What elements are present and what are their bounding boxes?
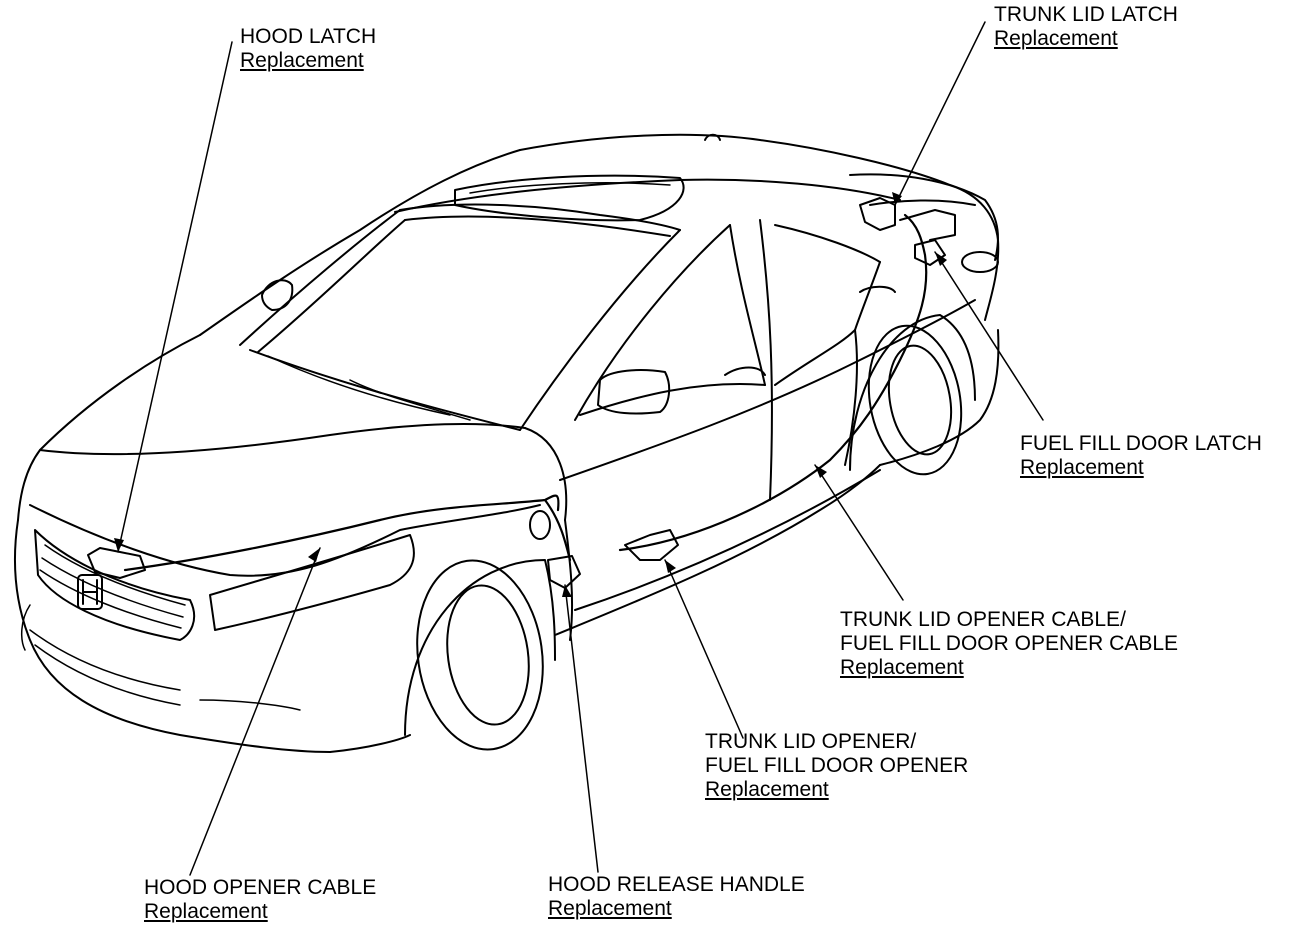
callout-title: HOOD RELEASE HANDLE [548,873,805,896]
callout-title: FUEL FILL DOOR OPENER [705,754,969,777]
trunk-lid-opener-cable-replacement-link[interactable]: Replacement [840,656,964,679]
cable-routing [123,213,928,572]
callout-title: FUEL FILL DOOR OPENER CABLE [840,632,1179,655]
callout-title: TRUNK LID OPENER CABLE/ [840,608,1126,631]
leader-lines [117,21,1044,876]
components [87,197,999,589]
car-body [13,133,1000,753]
callout-hood-release-handle: HOOD RELEASE HANDLE Replacement [548,873,805,921]
hood-latch-part [87,547,146,579]
leader-arrows [114,192,947,597]
trunk-lid-opener-replacement-link[interactable]: Replacement [705,778,829,801]
callout-trunk-lid-latch: TRUNK LID LATCH Replacement [994,3,1178,51]
callout-trunk-lid-opener: TRUNK LID OPENER/ FUEL FILL DOOR OPENER … [705,730,968,802]
callout-title: HOOD LATCH [240,25,377,48]
trunk-lid-latch-part [859,197,896,231]
callout-title: TRUNK LID LATCH [994,3,1178,26]
callout-fuel-fill-door-latch: FUEL FILL DOOR LATCH Replacement [1020,432,1262,480]
hood-release-handle-replacement-link[interactable]: Replacement [548,897,672,920]
callout-trunk-lid-opener-cable: TRUNK LID OPENER CABLE/ FUEL FILL DOOR O… [840,608,1178,680]
trunk-lid-opener-part [624,529,679,561]
trunk-lid-latch-replacement-link[interactable]: Replacement [994,27,1118,50]
fuel-door-part [529,510,551,540]
fuel-fill-door-latch-replacement-link[interactable]: Replacement [1020,456,1144,479]
fuel-fill-door-latch-part [914,239,946,266]
hood-opener-cable-replacement-link[interactable]: Replacement [144,900,268,923]
callout-title: HOOD OPENER CABLE [144,876,377,899]
hood-release-handle-part [547,555,581,589]
hood-latch-replacement-link[interactable]: Replacement [240,49,364,72]
callout-hood-opener-cable: HOOD OPENER CABLE Replacement [144,876,376,924]
callout-title: FUEL FILL DOOR LATCH [1020,432,1262,455]
callout-title: TRUNK LID OPENER/ [705,730,917,753]
callout-hood-latch: HOOD LATCH Replacement [240,25,376,73]
